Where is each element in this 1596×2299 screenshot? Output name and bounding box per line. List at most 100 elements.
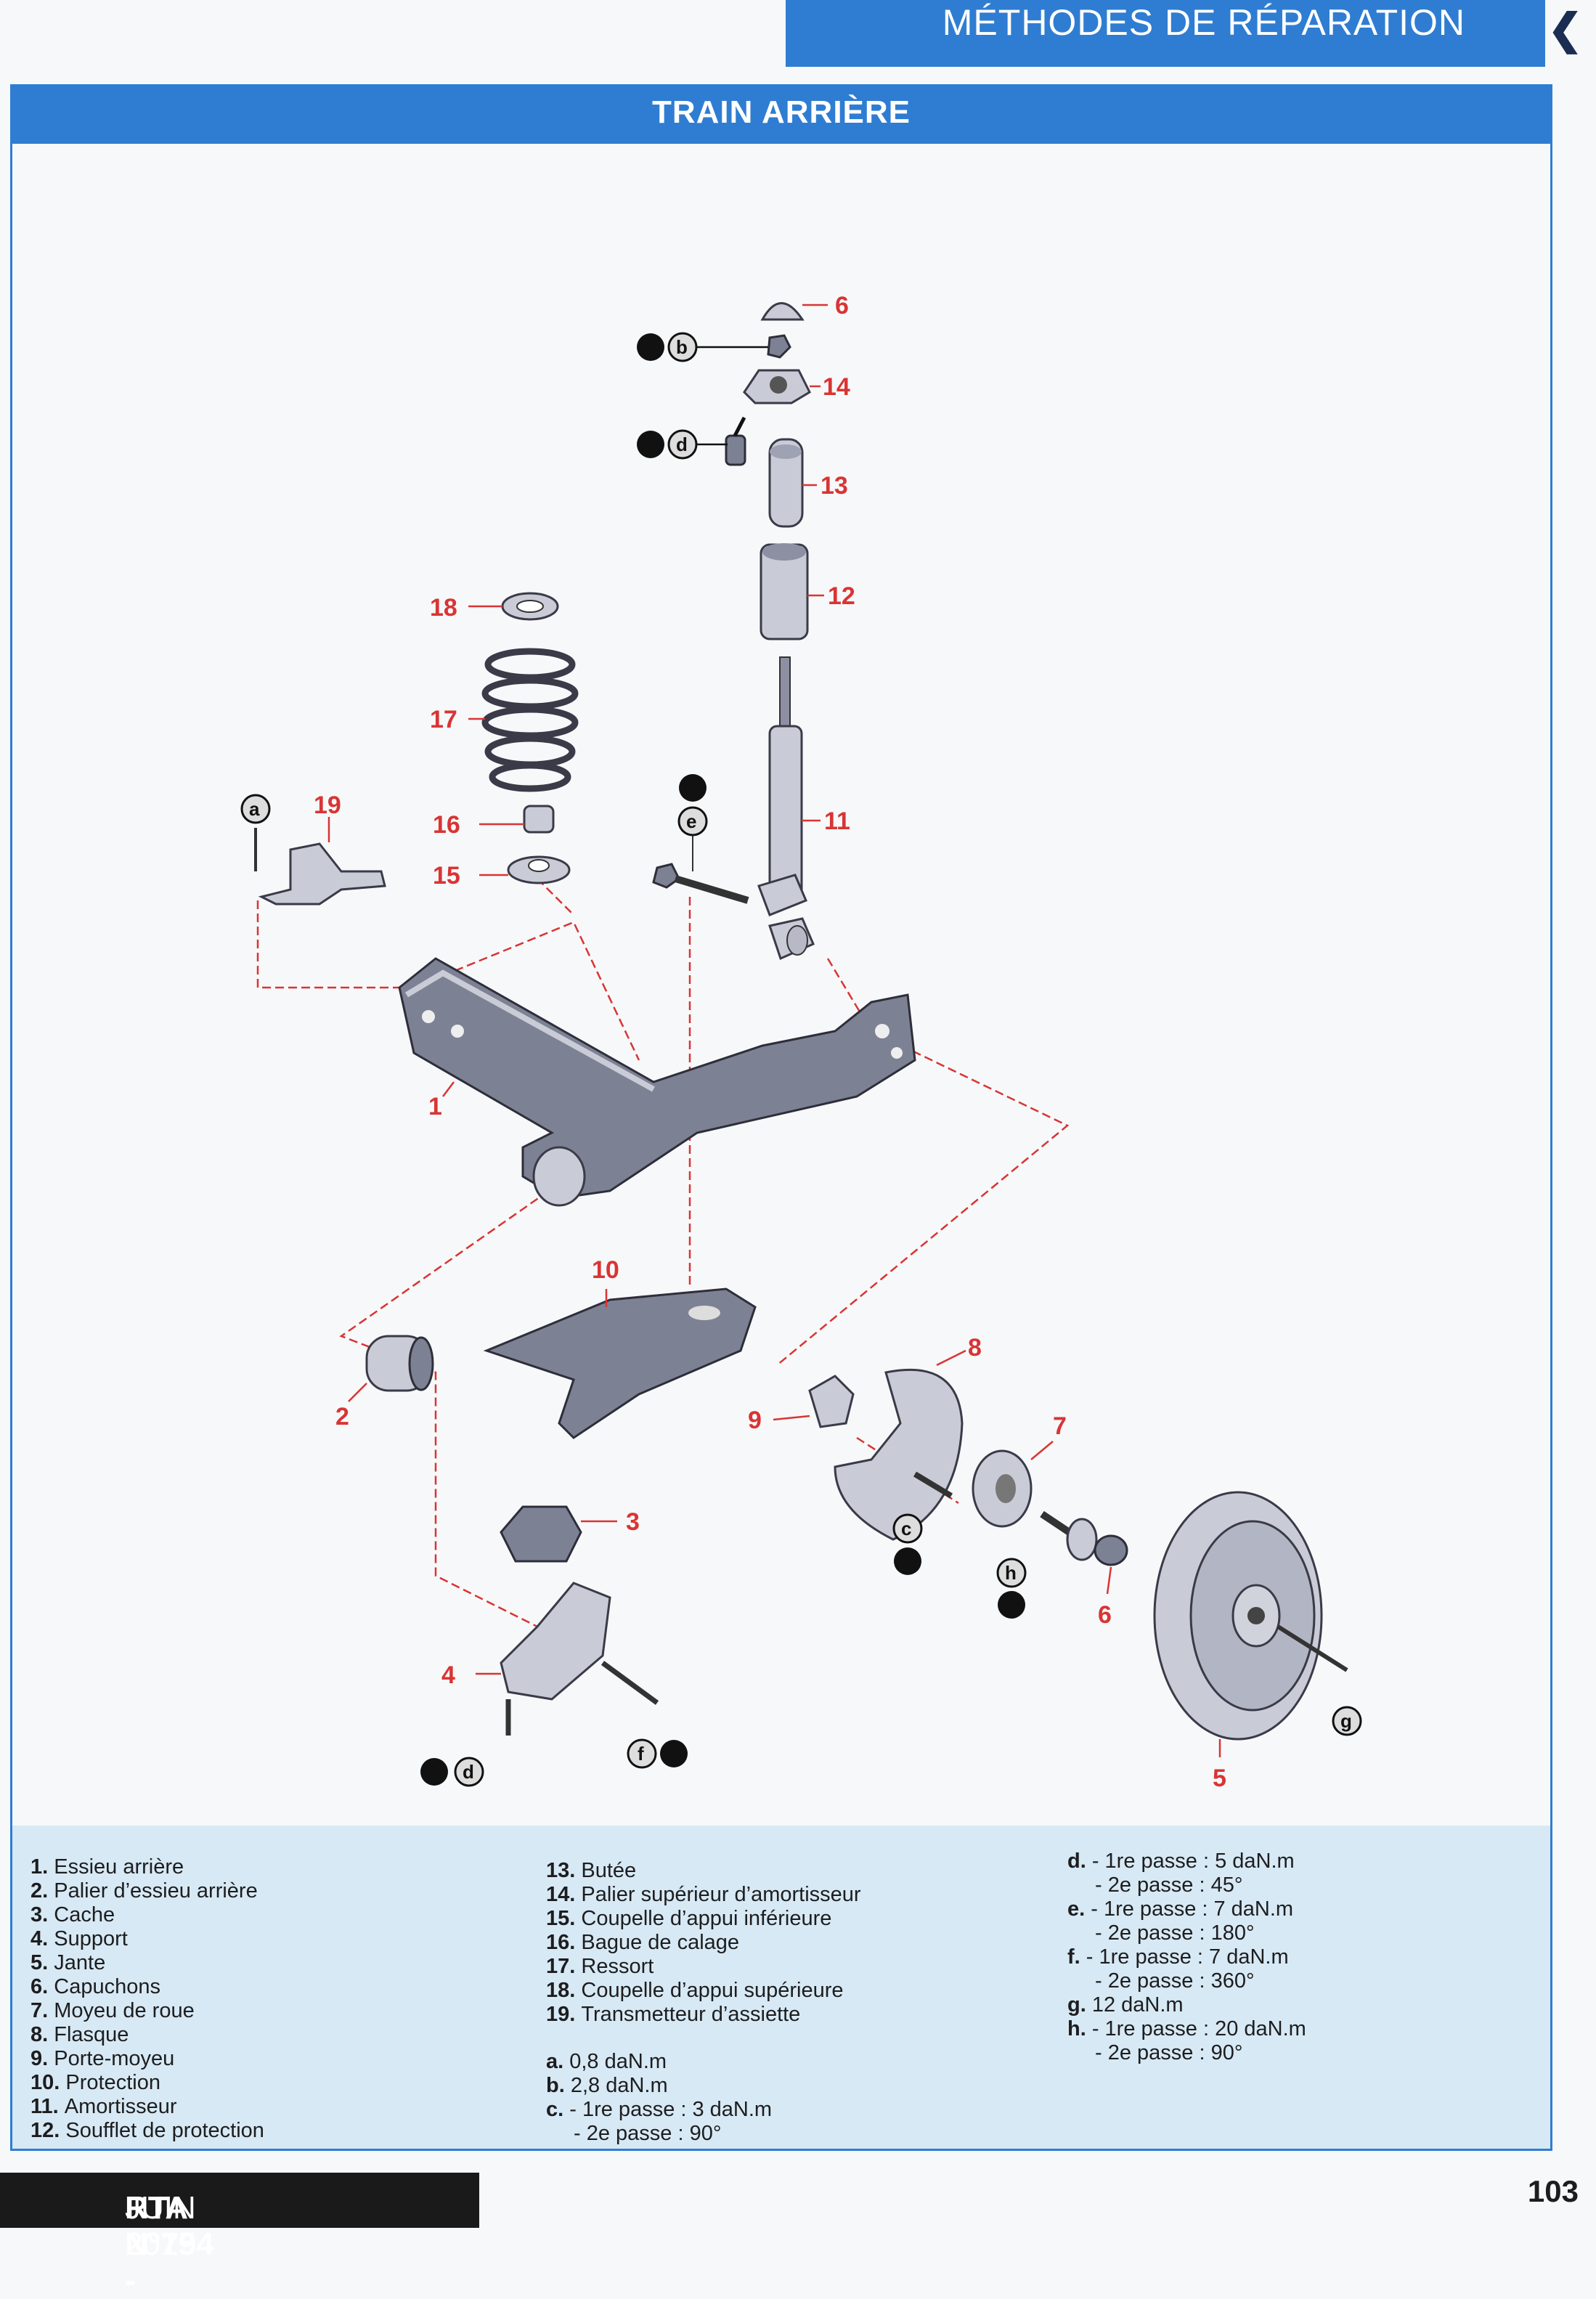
torque-spec: b. 2,8 daN.m xyxy=(546,2074,772,2098)
part-6-cap: 6 xyxy=(760,292,849,321)
legend-item: 7. Moyeu de roue xyxy=(30,1999,264,2023)
callout-19: 19 xyxy=(314,792,341,819)
part-11-shock-absorber: 11 xyxy=(757,656,850,961)
legend-item-number: 13. xyxy=(546,1859,582,1882)
part-12-dust-boot: 12 xyxy=(760,543,855,640)
legend-item-label: Palier supérieur d’amortisseur xyxy=(581,1883,861,1906)
part-4-bracket: 4 d f xyxy=(420,1582,688,1787)
section-title: MÉTHODES DE RÉPARATION xyxy=(942,2,1465,43)
legend-item-number: 19. xyxy=(546,2003,582,2026)
callout-14: 14 xyxy=(823,373,850,401)
callout-6-lower: 6 xyxy=(1098,1601,1112,1629)
legend-item: 13. Butée xyxy=(546,1859,861,1883)
legend-item-number: 12. xyxy=(30,2119,66,2142)
legend-item-label: Support xyxy=(54,1927,128,1950)
legend-item-number: 16. xyxy=(546,1931,582,1954)
torque-value: 12 daN.m xyxy=(1091,1993,1184,2017)
torque-spec: d. - 1re passe : 5 daN.m xyxy=(1067,1850,1306,1873)
chevron-left-icon: ❮ xyxy=(1547,6,1583,53)
legend-item-number: 7. xyxy=(30,1999,54,2022)
torque-spec: h. - 1re passe : 20 daN.m xyxy=(1067,2017,1306,2041)
legend-item: 14. Palier supérieur d’amortisseur xyxy=(546,1883,861,1907)
part-18-upper-cup: 18 xyxy=(430,592,559,622)
torque-value: 2,8 daN.m xyxy=(570,2074,668,2097)
legend-item-number: 8. xyxy=(30,2023,54,2046)
part-7-wheel-hub: 7 xyxy=(972,1412,1067,1528)
tighten-icon-b xyxy=(637,333,664,361)
bolt-d-upper: d xyxy=(637,416,746,466)
torque-spec: g. 12 daN.m xyxy=(1067,1993,1306,2017)
legend-item-label: Bague de calage xyxy=(581,1931,740,1954)
legend-item: 6. Capuchons xyxy=(30,1975,264,1999)
callout-4: 4 xyxy=(441,1661,455,1689)
torque-key: a. xyxy=(546,2050,570,2073)
callout-12: 12 xyxy=(828,582,855,610)
legend-item-number: 10. xyxy=(30,2071,66,2094)
legend-item: 1. Essieu arrière xyxy=(30,1855,264,1879)
legend-item-label: Porte-moyeu xyxy=(54,2047,175,2070)
tag-e: e xyxy=(686,810,696,832)
tighten-icon-f xyxy=(660,1740,688,1767)
legend-item-number: 3. xyxy=(30,1903,54,1926)
tighten-icon-h xyxy=(998,1591,1025,1619)
callout-1: 1 xyxy=(428,1093,442,1120)
legend-item-label: Amortisseur xyxy=(64,2095,177,2118)
legend-item-label: Jante xyxy=(54,1951,106,1974)
part-16-shim-ring: 16 xyxy=(433,805,555,839)
footer-bar: RTA N°794 - JUIN 2015 xyxy=(0,2173,479,2298)
part-2-axle-bushing: 2 xyxy=(335,1335,434,1431)
legend-item-label: Transmetteur d’assiette xyxy=(581,2003,801,2026)
callout-7: 7 xyxy=(1053,1412,1067,1440)
legend-item: 10. Protection xyxy=(30,2071,264,2095)
callout-13: 13 xyxy=(821,472,848,500)
legend-item-label: Flasque xyxy=(54,2023,129,2046)
legend-item: 4. Support xyxy=(30,1927,264,1951)
page-title: TRAIN ARRIÈRE xyxy=(651,94,911,130)
torque-spec: e. - 1re passe : 7 daN.m xyxy=(1067,1897,1306,1921)
part-6-hub-cap: 6 xyxy=(1094,1534,1128,1629)
tag-b: b xyxy=(676,336,688,358)
exploded-diagram: 6 b 14 d 13 12 xyxy=(240,292,1362,1792)
callout-5: 5 xyxy=(1213,1765,1226,1792)
part-19-level-sensor: a 19 xyxy=(240,792,386,906)
part-3-cover: 3 xyxy=(500,1505,640,1563)
torque-spec: c. - 1re passe : 3 daN.m xyxy=(546,2098,772,2122)
legend-item: 15. Coupelle d’appui inférieure xyxy=(546,1907,861,1931)
legend-item-number: 4. xyxy=(30,1927,54,1950)
tighten-icon-d-lower xyxy=(420,1758,448,1786)
legend-item-number: 15. xyxy=(546,1907,582,1930)
part-5-wheel-rim: 5 g xyxy=(1153,1491,1362,1792)
torque-value-second-pass: - 2e passe : 90° xyxy=(574,2122,722,2145)
legend-item-label: Coupelle d’appui inférieure xyxy=(581,1907,832,1930)
torque-spec: a. 0,8 daN.m xyxy=(546,2050,772,2074)
legend-panel xyxy=(12,1826,1550,2149)
legend-item-label: Cache xyxy=(54,1903,115,1926)
tighten-icon-e xyxy=(679,774,707,802)
legend-item-number: 17. xyxy=(546,1955,582,1978)
torque-value: - 1re passe : 5 daN.m xyxy=(1091,1850,1295,1873)
torque-value: - 1re passe : 20 daN.m xyxy=(1091,2017,1306,2040)
legend-item: 16. Bague de calage xyxy=(546,1931,861,1955)
legend-item-label: Essieu arrière xyxy=(54,1855,184,1879)
tag-f: f xyxy=(638,1743,644,1765)
torque-value-second-pass: - 2e passe : 180° xyxy=(1095,1921,1255,1945)
section-header: MÉTHODES DE RÉPARATION xyxy=(786,0,1545,67)
torque-value-second-pass: - 2e passe : 45° xyxy=(1095,1873,1243,1897)
torque-value-second-pass: - 2e passe : 90° xyxy=(1095,2041,1243,2064)
legend-item: 18. Coupelle d’appui supérieure xyxy=(546,1979,861,2003)
assembly-lines xyxy=(256,878,1070,1635)
tag-d-lower: d xyxy=(463,1761,474,1783)
callout-18: 18 xyxy=(430,594,457,622)
callout-17: 17 xyxy=(430,706,457,733)
nut-b: b xyxy=(637,332,791,362)
legend-torques-d-h: d. - 1re passe : 5 daN.m- 2e passe : 45°… xyxy=(1067,1850,1306,2065)
part-10-protection-shield: 10 xyxy=(483,1256,757,1439)
legend-item-number: 18. xyxy=(546,1979,582,2002)
callout-15: 15 xyxy=(433,862,460,890)
issue-date: JUIN 2015 xyxy=(125,2190,196,2262)
part-15-lower-cup: 15 xyxy=(433,855,571,890)
tag-a: a xyxy=(249,798,260,820)
part-9-hub-carrier: 9 xyxy=(748,1375,855,1434)
torque-key: b. xyxy=(546,2074,571,2097)
